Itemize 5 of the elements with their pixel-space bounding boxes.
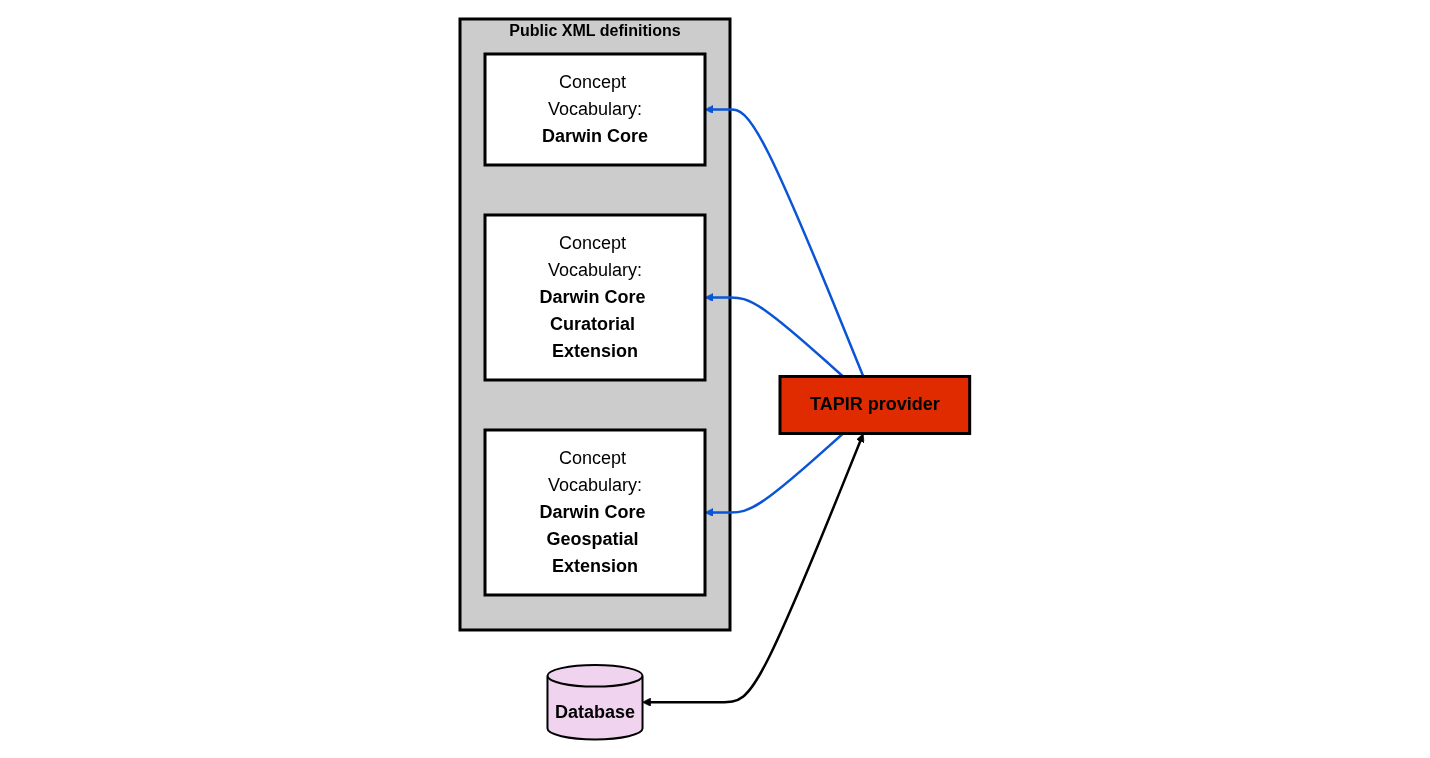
node-box: Concept Vocabulary: Darwin Core Curatorial Extension	[483, 213, 707, 382]
node-box: Concept Vocabulary: Darwin Core	[483, 52, 707, 167]
node-box: Concept Vocabulary: Darwin Core Geospatial Extension	[483, 428, 707, 597]
arrow	[642, 433, 865, 707]
node-box: TAPIR provider	[778, 374, 972, 435]
